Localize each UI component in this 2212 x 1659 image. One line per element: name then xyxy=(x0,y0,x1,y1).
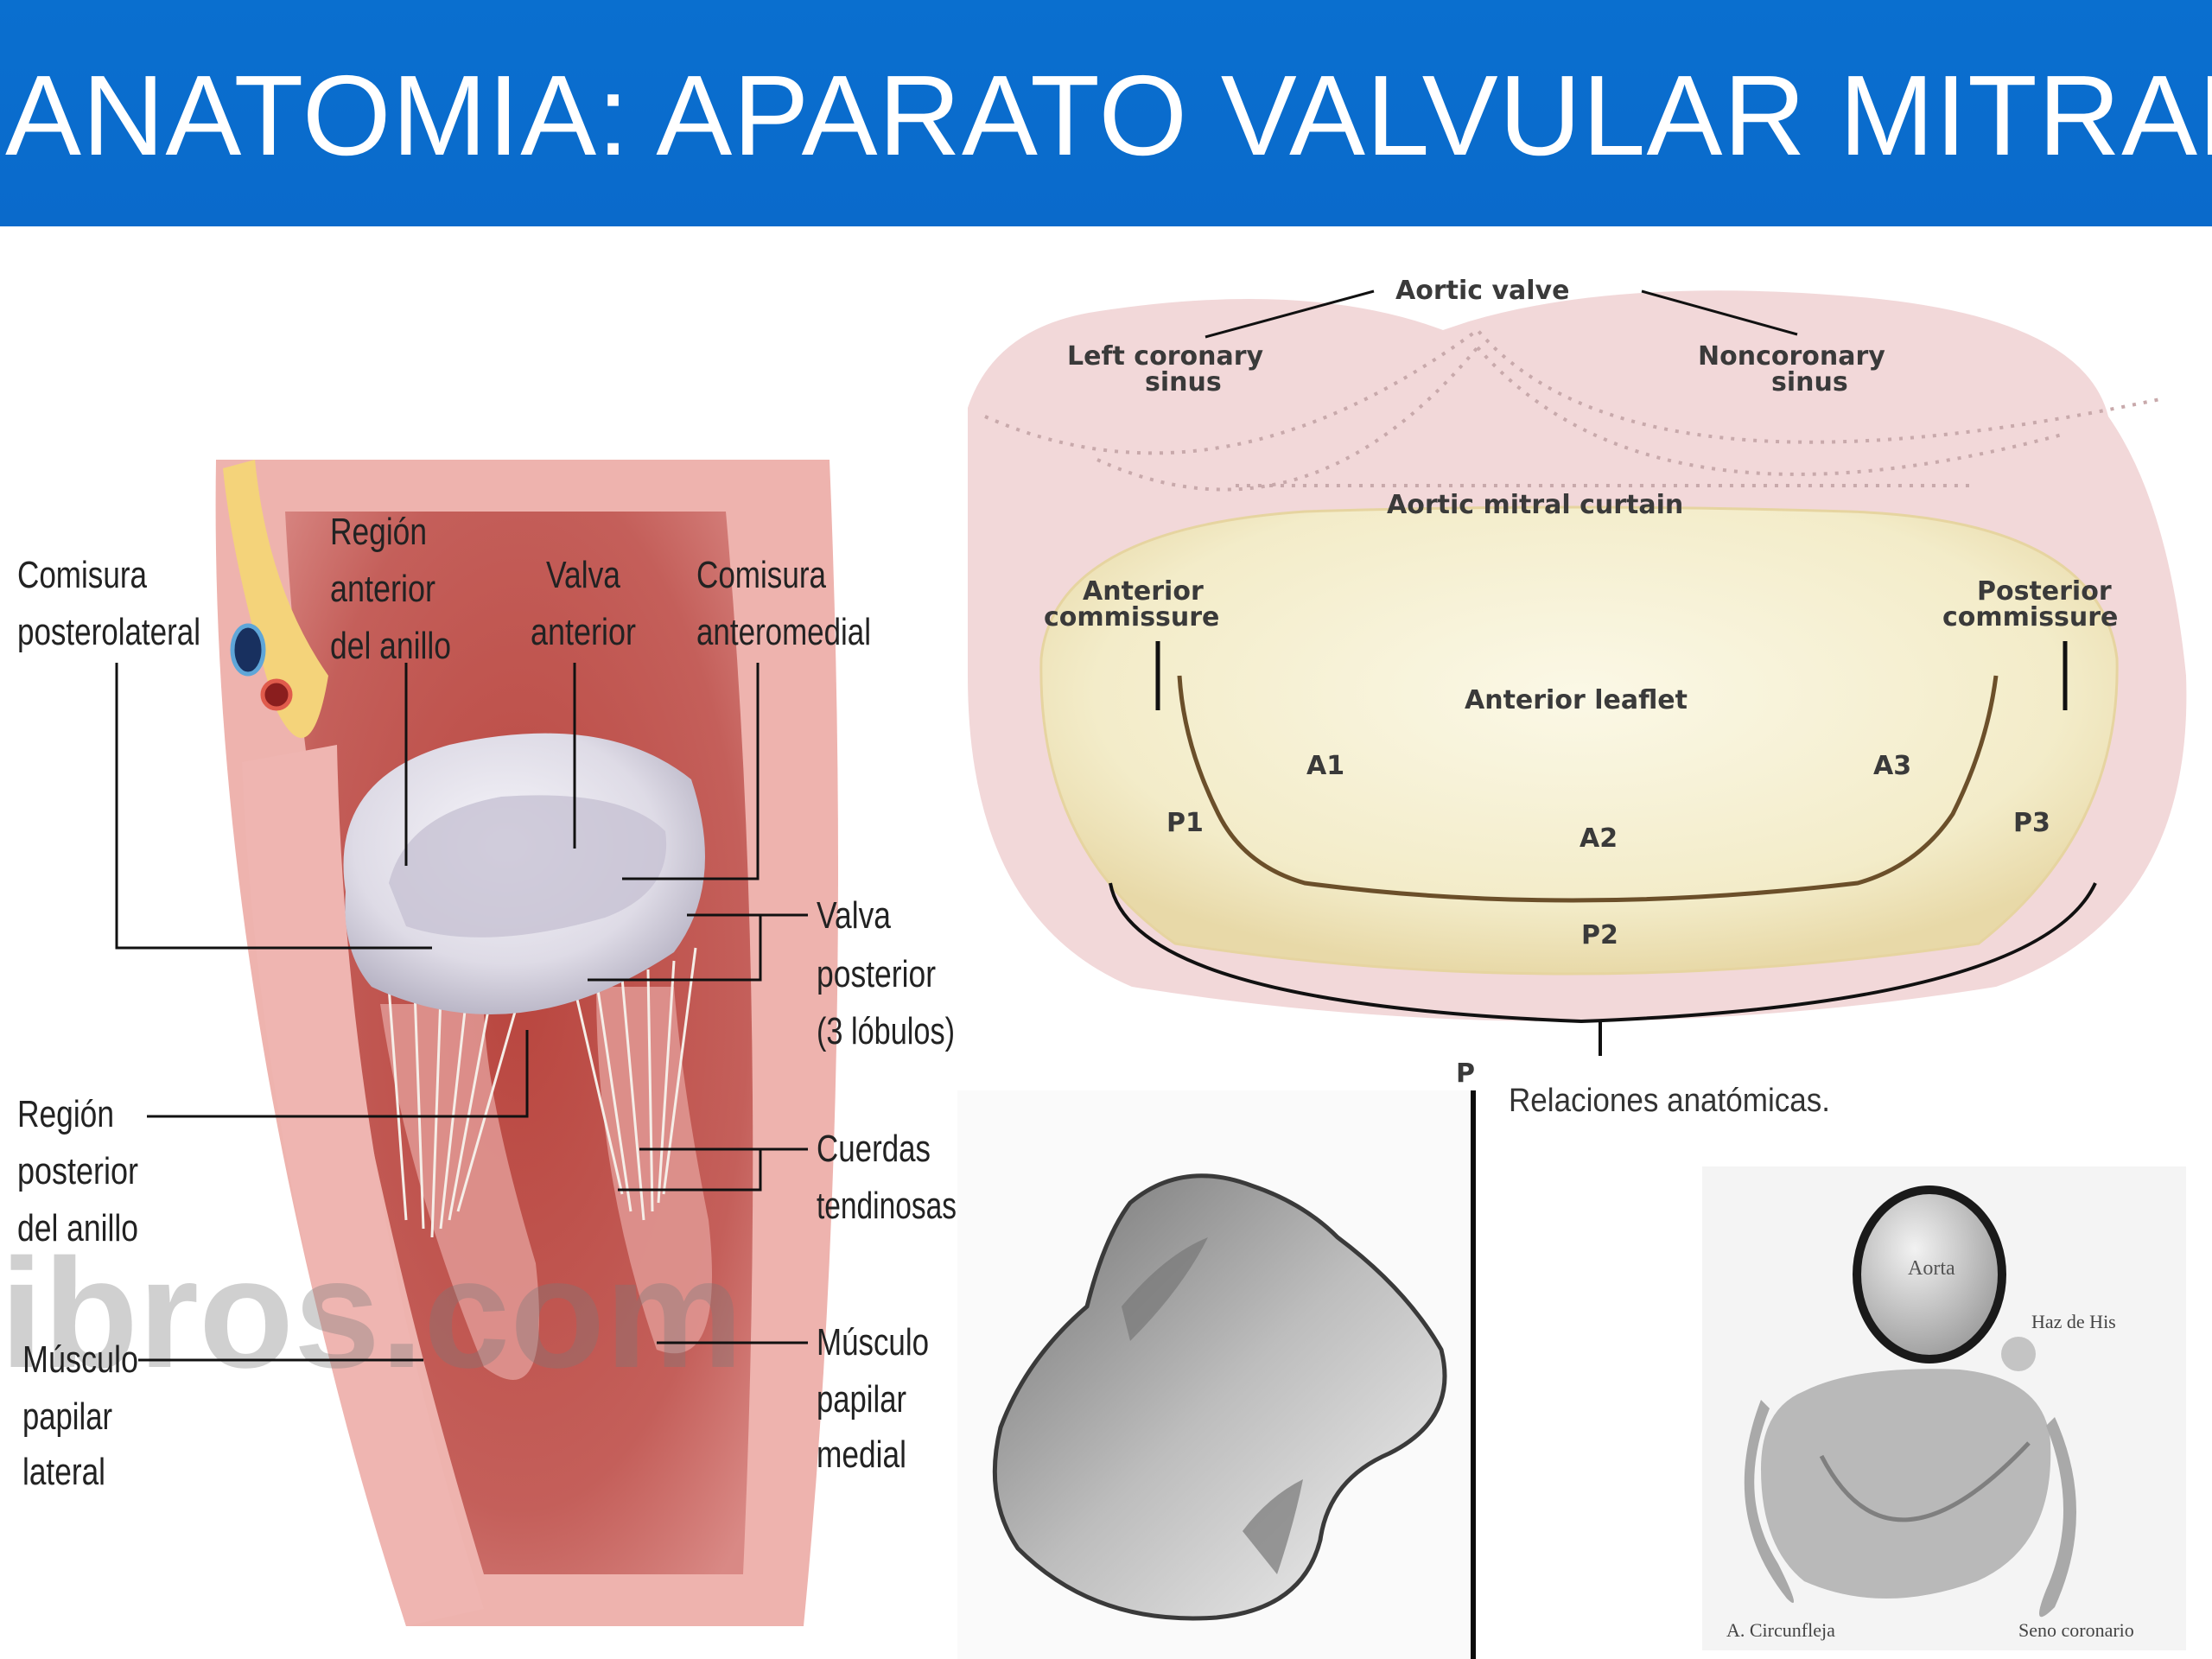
label-a3: A3 xyxy=(1873,751,1911,781)
medial-papillary-muscle xyxy=(596,987,712,1354)
label-valva-posterior-3: (3 lóbulos) xyxy=(817,1010,955,1052)
annulus-shape-panel xyxy=(957,1090,1474,1659)
label-anterior-commissure-2: commissure xyxy=(1044,602,1219,632)
label-p3: P3 xyxy=(2013,808,2050,838)
circumflex-artery xyxy=(1744,1400,1794,1603)
label-valva-posterior-1: Valva xyxy=(817,894,891,937)
slide-title: ANATOMIA: APARATO VALVULAR MITRAL xyxy=(5,52,2212,179)
label-anterior-leaflet: Anterior leaflet xyxy=(1465,685,1688,715)
aorta-circle xyxy=(1853,1185,2006,1363)
label-a1: A1 xyxy=(1306,751,1344,781)
label-cuerdas-2: tendinosas xyxy=(817,1185,957,1227)
label-musculo-lateral-3: lateral xyxy=(22,1451,105,1493)
label-musculo-medial-1: Músculo xyxy=(817,1321,929,1363)
mitral-leaflets xyxy=(1039,505,2119,976)
label-comisura-anteromedial-1: Comisura xyxy=(696,554,826,596)
heart-illustration: ibros.com Comisura posterolateral Región… xyxy=(0,460,957,1626)
label-noncoronary-2: sinus xyxy=(1771,367,1848,397)
mitral-annulus-panel: Aortic valve Left coronary sinus Noncoro… xyxy=(959,226,2200,1090)
septum xyxy=(242,745,484,1626)
aortic-cusp-outlines xyxy=(984,327,2161,492)
label-anterior-commissure-1: Anterior xyxy=(1083,576,1204,607)
label-region-anterior-1: Región xyxy=(330,511,427,553)
panel-divider xyxy=(1471,1090,1476,1659)
label-musculo-lateral-1: Músculo xyxy=(22,1338,138,1381)
label-comisura-posterolateral-2: posterolateral xyxy=(17,611,200,653)
coronary-artery xyxy=(260,678,293,711)
label-aortic-mitral-curtain: Aortic mitral curtain xyxy=(1387,490,1683,520)
coronary-vein xyxy=(230,623,266,677)
label-region-anterior-2: anterior xyxy=(330,568,435,610)
mitral-valve-shape xyxy=(1761,1369,2051,1599)
saddle-shaped-annulus xyxy=(992,1173,1447,1621)
label-comisura-posterolateral-1: Comisura xyxy=(17,554,147,596)
label-seno-coronario: Seno coronario xyxy=(2018,1619,2134,1641)
posterior-leaflet-bracket xyxy=(1109,882,2097,1024)
label-p2: P2 xyxy=(1581,920,1618,950)
label-left-coronary-1: Left coronary xyxy=(1067,341,1263,372)
label-posterior-commissure-1: Posterior xyxy=(1977,576,2112,607)
label-cutoff: P xyxy=(1456,1058,1475,1089)
annulus-shape-illustration xyxy=(957,1090,1474,1659)
coronary-sinus xyxy=(2039,1417,2076,1618)
label-musculo-medial-3: medial xyxy=(817,1433,906,1476)
leader-lines xyxy=(115,663,808,1362)
label-comisura-anteromedial-2: anteromedial xyxy=(696,611,871,653)
label-region-posterior-3: del anillo xyxy=(17,1207,138,1249)
relations-title: Relaciones anatómicas. xyxy=(1509,1083,1830,1119)
label-left-coronary-2: sinus xyxy=(1145,367,1222,397)
watermark: ibros.com xyxy=(0,1227,743,1401)
label-noncoronary-1: Noncoronary xyxy=(1698,341,1885,372)
label-haz-de-his: Haz de His xyxy=(2031,1311,2116,1332)
mitral-valve-opening xyxy=(389,795,667,938)
label-posterior-commissure-2: commissure xyxy=(1942,602,2118,632)
epicardial-fat xyxy=(223,460,328,738)
label-a2: A2 xyxy=(1580,823,1618,854)
label-aorta: Aorta xyxy=(1908,1257,1955,1280)
heart-illustration-panel: ibros.com Comisura posterolateral Región… xyxy=(0,226,959,1659)
label-region-anterior-3: del anillo xyxy=(330,625,451,667)
label-circunfleja: A. Circunfleja xyxy=(1726,1619,1835,1641)
title-banner: ANATOMIA: APARATO VALVULAR MITRAL xyxy=(0,0,2212,226)
mitral-coaptation xyxy=(1819,1441,2031,1522)
bundle-of-his xyxy=(2001,1337,2036,1371)
label-region-posterior-1: Región xyxy=(17,1093,114,1135)
annulus-labels: Aortic valve Left coronary sinus Noncoro… xyxy=(1044,276,2118,1089)
label-p1: P1 xyxy=(1166,808,1204,838)
label-musculo-medial-2: papilar xyxy=(817,1378,906,1421)
anatomical-relations-diagram: Relaciones anatómicas. Aorta Haz de His … xyxy=(1509,1083,2186,1650)
label-valva-posterior-2: posterior xyxy=(817,953,936,995)
label-aortic-valve: Aortic valve xyxy=(1395,276,1569,306)
label-valva-anterior-2: anterior xyxy=(531,611,636,653)
mitral-annulus-illustration: Aortic valve Left coronary sinus Noncoro… xyxy=(968,276,2187,1089)
label-valva-anterior-1: Valva xyxy=(546,554,620,596)
label-region-posterior-2: posterior xyxy=(17,1150,138,1192)
label-cuerdas-1: Cuerdas xyxy=(817,1128,931,1170)
coaptation-line xyxy=(1177,675,1999,903)
label-musculo-lateral-2: papilar xyxy=(22,1395,112,1438)
anatomical-relations-panel: Relaciones anatómicas. Aorta Haz de His … xyxy=(1476,1063,2200,1659)
